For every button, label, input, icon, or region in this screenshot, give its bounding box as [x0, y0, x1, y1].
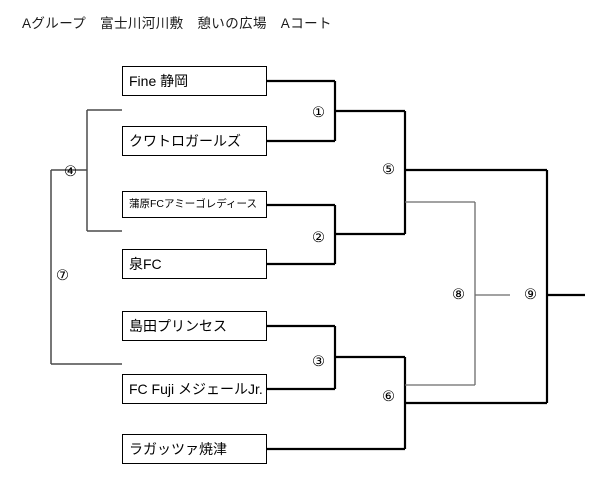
team-box: ラガッツァ焼津 — [122, 434, 267, 464]
team-box: 泉FC — [122, 249, 267, 279]
team-name-label: ラガッツァ焼津 — [129, 441, 227, 457]
team-name-label: 蒲原FCアミーゴレディース — [129, 198, 258, 211]
connector-match-6 — [267, 357, 547, 451]
team-name-label: Fine 静岡 — [129, 73, 189, 89]
team-box: FC Fuji メジェールJr. — [122, 374, 267, 404]
connector-match-4 — [51, 109, 122, 232]
match-number-7: ⑦ — [56, 268, 69, 284]
connector-match-8 — [405, 201, 510, 386]
match-number-3: ③ — [312, 354, 325, 370]
connector-match-3 — [267, 324, 405, 391]
team-name-label: クワトロガールズ — [129, 133, 241, 149]
match-number-1: ① — [312, 105, 325, 121]
connector-match-2 — [267, 203, 405, 266]
match-number-2: ② — [312, 230, 325, 246]
connector-match-5 — [403, 111, 547, 234]
team-name-label: FC Fuji メジェールJr. — [129, 381, 263, 397]
match-number-8: ⑧ — [452, 287, 465, 303]
connector-match-7 — [50, 170, 122, 365]
connector-match-1 — [267, 79, 405, 143]
match-number-9: ⑨ — [524, 287, 537, 303]
team-box: 蒲原FCアミーゴレディース — [122, 191, 267, 218]
team-box: 島田プリンセス — [122, 311, 267, 341]
team-name-label: 泉FC — [129, 256, 162, 272]
connector-match-9 — [545, 170, 585, 403]
team-box: クワトロガールズ — [122, 126, 267, 156]
team-name-label: 島田プリンセス — [129, 318, 227, 334]
page-title: Aグループ 富士川河川敷 憩いの広場 Aコート — [22, 16, 332, 31]
match-number-4: ④ — [64, 164, 77, 180]
team-box: Fine 静岡 — [122, 66, 267, 96]
match-number-6: ⑥ — [382, 389, 395, 405]
match-number-5: ⑤ — [382, 162, 395, 178]
